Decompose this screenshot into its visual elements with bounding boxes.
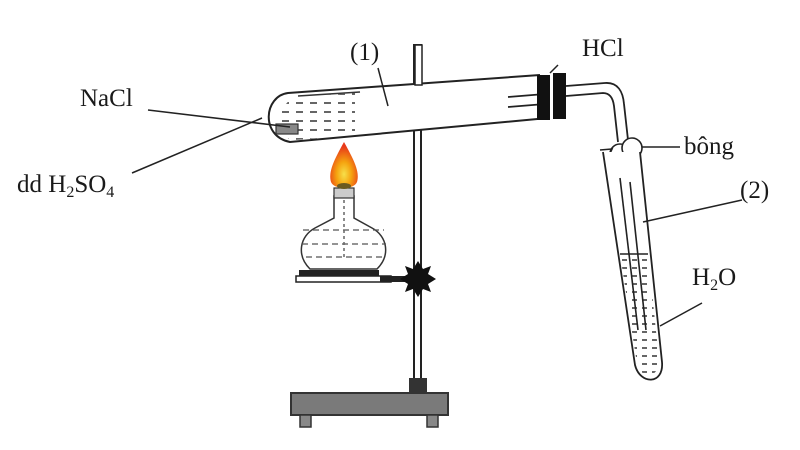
flame-icon: [330, 142, 358, 188]
delivery-tube: [565, 82, 629, 143]
reaction-tube-1: [267, 44, 549, 144]
leader-nacl: [147, 109, 291, 128]
label-nacl: NaCl: [80, 85, 133, 112]
clamp-boss-icon: [400, 261, 436, 297]
collection-tube-2: [602, 151, 663, 381]
label-tube2: (2): [740, 177, 770, 204]
label-water-sub: 2: [710, 277, 719, 294]
rubber-stopper: [537, 64, 566, 120]
label-water-prefix: H: [692, 264, 711, 291]
label-h2so4-sub1: 2: [66, 184, 75, 201]
nacl-solid: [275, 123, 299, 135]
label-water-suffix: O: [718, 264, 737, 291]
label-tube1: (1): [350, 39, 380, 66]
label-h2so4: dd H2SO4: [17, 171, 114, 201]
label-h2so4-prefix: dd H: [17, 171, 67, 198]
label-cotton: bông: [684, 133, 734, 160]
leader-tube1: [377, 67, 389, 107]
lamp-support: [295, 261, 436, 297]
alcohol-lamp: [300, 142, 387, 270]
stand-rod-collar: [409, 378, 427, 394]
label-h2so4-mid: SO: [74, 171, 107, 198]
leader-tube2: [642, 199, 743, 223]
leader-h2so4: [131, 117, 263, 174]
label-water: H2O: [692, 264, 737, 294]
label-h2so4-sub2: 4: [106, 184, 115, 201]
stand-foot-left: [299, 414, 312, 428]
stand-base: [290, 392, 449, 416]
leader-lines: [131, 67, 743, 327]
stand-foot-right: [426, 414, 439, 428]
leader-water: [659, 302, 703, 327]
label-hcl: HCl: [582, 35, 624, 62]
